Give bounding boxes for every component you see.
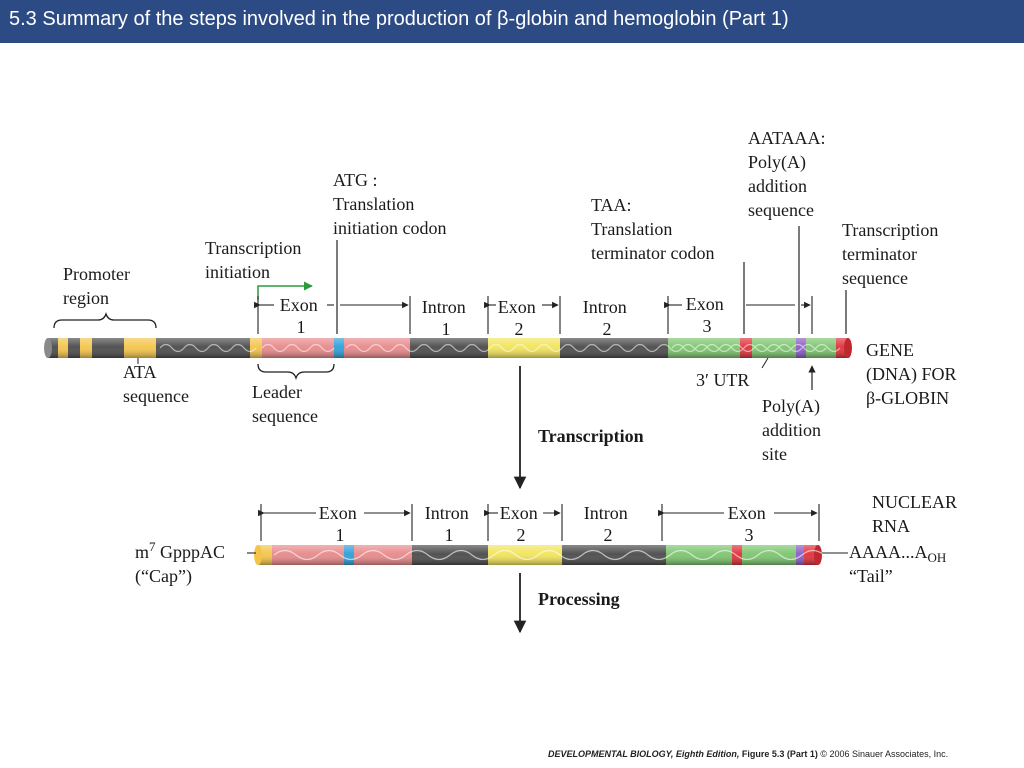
- tail-label: AAAA...AOH: [849, 542, 946, 565]
- gene-exon2-label: Exon 2: [498, 297, 541, 339]
- transcription-step-label: Transcription: [538, 426, 644, 446]
- promoter-bracket: [53, 311, 157, 329]
- rna-bar: [254, 545, 825, 565]
- title-bar: 5.3 Summary of the steps involved in the…: [0, 0, 1024, 43]
- gene-exon3-label: Exon 3: [686, 294, 729, 336]
- gene-intron2-label: Intron 2: [583, 297, 632, 339]
- figure-credit: DEVELOPMENTAL BIOLOGY, Eighth Edition, F…: [548, 749, 948, 759]
- gene-bar-left-cap: [44, 338, 52, 358]
- ata-label: ATA sequence: [123, 362, 189, 406]
- gene-bar: [44, 338, 852, 358]
- credit-copyright: © 2006 Sinauer Associates, Inc.: [820, 749, 949, 759]
- utr-label: 3′ UTR: [696, 370, 749, 390]
- page-title: 5.3 Summary of the steps involved in the…: [9, 8, 789, 30]
- atg-label: ATG : Translation initiation codon: [333, 170, 446, 238]
- gene-bar-shading: [48, 338, 848, 358]
- processing-step-label: Processing: [538, 589, 620, 609]
- rna-region-markers: [258, 504, 820, 541]
- rna-exon1-label: Exon 1: [319, 503, 362, 545]
- cap-quote-label: (“Cap”): [135, 566, 192, 587]
- rna-exon2-label: Exon 2: [500, 503, 543, 545]
- gene-bar-right-cap: [844, 338, 852, 358]
- aataaa-label: AATAAA: Poly(A) addition sequence: [748, 128, 830, 220]
- taa-label: TAA: Translation terminator codon: [591, 195, 714, 263]
- rna-bar-left-cap: [254, 545, 262, 565]
- rna-intron1-label: Intron 1: [425, 503, 474, 545]
- gene-label: GENE (DNA) FOR β-GLOBIN: [866, 340, 961, 408]
- cap-label: m7 GpppAC: [135, 539, 225, 562]
- promoter-label: Promoter region: [63, 264, 135, 308]
- nuclear-rna-label: NUCLEAR RNA: [872, 492, 962, 536]
- leader-label: Leader sequence: [252, 382, 318, 426]
- leader-bracket: [257, 363, 335, 381]
- tail-quote-label: “Tail”: [849, 566, 893, 586]
- gene-helix-wave: [159, 343, 841, 353]
- transcription-start-arrow: [257, 281, 313, 300]
- utr-pointer: [761, 357, 769, 369]
- gene-intron1-label: Intron 1: [422, 297, 471, 339]
- rna-wave: [273, 549, 825, 561]
- rna-intron2-label: Intron 2: [584, 503, 633, 545]
- credit-book: DEVELOPMENTAL BIOLOGY, Eighth Edition,: [548, 749, 740, 759]
- polya-site-label: Poly(A) addition site: [762, 396, 826, 464]
- transcription-initiation-label: Transcription initiation: [205, 238, 306, 282]
- credit-figure: Figure 5.3 (Part 1): [739, 749, 821, 759]
- rna-exon3-label: Exon 3: [728, 503, 771, 545]
- transcription-terminator-label: Transcription terminator sequence: [842, 220, 943, 288]
- rna-bar-right-cap: [814, 545, 822, 565]
- gene-region-markers: [254, 296, 813, 334]
- gene-exon1-label: Exon 1: [280, 295, 323, 337]
